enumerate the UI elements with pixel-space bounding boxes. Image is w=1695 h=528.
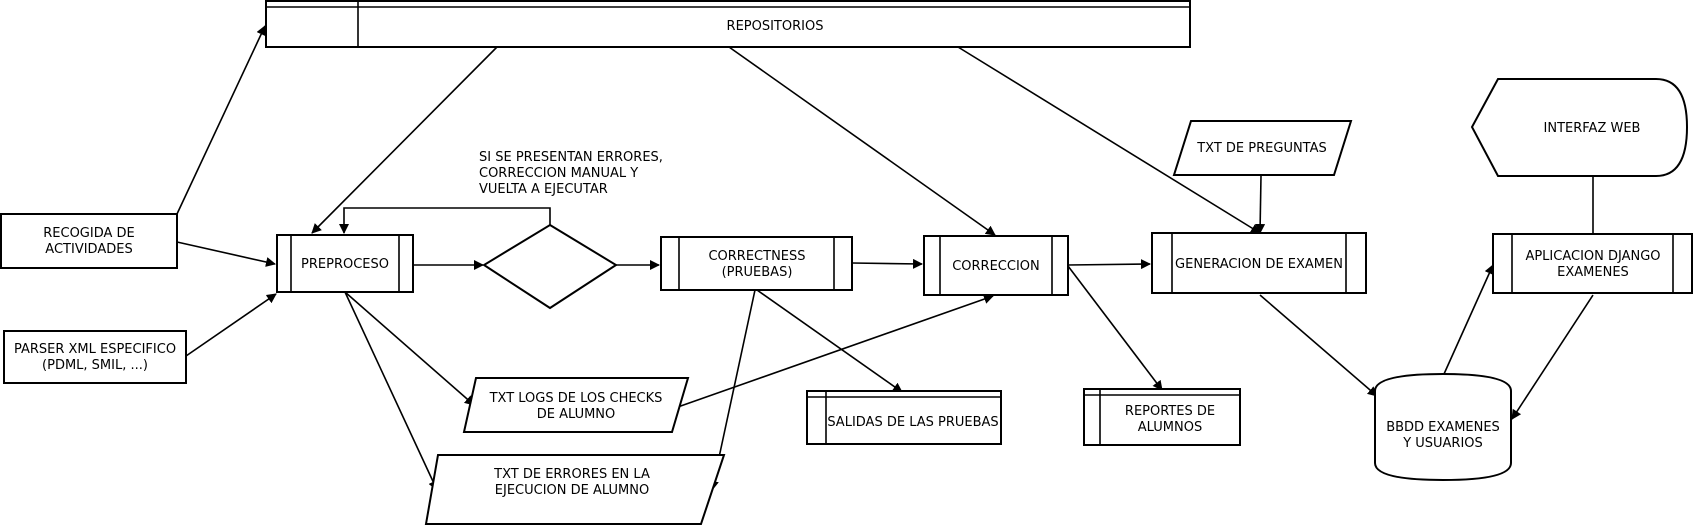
- recogida-label-line: ACTIVIDADES: [45, 242, 132, 257]
- generacion-node: GENERACION DE EXAMEN: [1151, 232, 1367, 294]
- parser-node: PARSER XML ESPECIFICO(PDML, SMIL, ...): [3, 330, 187, 384]
- bbdd-label-line: BBDD EXAMENES: [1386, 420, 1500, 435]
- aplicacion_django-label-line: EXAMENES: [1557, 265, 1629, 280]
- txt_logs-label-line: DE ALUMNO: [537, 407, 616, 422]
- error-note-text: SI SE PRESENTAN ERRORES,CORRECCION MANUA…: [479, 150, 663, 197]
- txt_errores-label-line: EJECUCION DE ALUMNO: [495, 483, 649, 498]
- nota_errores-label-line: SI SE PRESENTAN ERRORES,: [479, 150, 663, 165]
- txt-preguntas-label: TXT DE PREGUNTAS: [1196, 141, 1327, 156]
- edge-preproceso-txt-logs: [344, 291, 475, 406]
- parser-label-line: PARSER XML ESPECIFICO: [14, 342, 176, 357]
- edge-txt-logs-correccion: [674, 294, 994, 409]
- repositorios-label: REPOSITORIOS: [727, 19, 824, 34]
- correccion-label-line: CORRECCION: [952, 259, 1040, 274]
- txt_errores-label-line: TXT DE ERRORES EN LA: [493, 467, 650, 482]
- correccion-label: CORRECCION: [952, 259, 1040, 274]
- edge-decision-preproceso-loop: [339, 207, 551, 234]
- correctness-label: CORRECTNESS(PRUEBAS): [708, 249, 805, 280]
- edge-correccion-generacion: [1067, 259, 1151, 270]
- salidas-label-line: SALIDAS DE LAS PRUEBAS: [827, 415, 998, 430]
- repositorios-label-line: REPOSITORIOS: [727, 19, 824, 34]
- edge-generacion-bbdd: [1259, 294, 1378, 397]
- generacion-label: GENERACION DE EXAMEN: [1175, 257, 1343, 272]
- txt-preguntas-node: TXT DE PREGUNTAS: [1172, 120, 1353, 176]
- parser-label: PARSER XML ESPECIFICO(PDML, SMIL, ...): [14, 342, 176, 373]
- preproceso-label: PREPROCESO: [301, 257, 389, 272]
- edge-correctness-salidas: [756, 289, 903, 393]
- salidas-node: SALIDAS DE LAS PRUEBAS: [806, 390, 1002, 445]
- correccion-node: CORRECCION: [923, 235, 1069, 296]
- nota_errores-label-line: VUELTA A EJECUTAR: [479, 182, 608, 197]
- edge-repositorios-generacion: [957, 46, 1261, 234]
- aplicacion_django-label-line: APLICACION DJANGO: [1525, 249, 1660, 264]
- edge-repositorios-correccion: [728, 46, 996, 236]
- correctness-label-line: (PRUEBAS): [722, 265, 793, 280]
- txt_logs-label-line: TXT LOGS DE LOS CHECKS: [489, 391, 663, 406]
- reportes-label-line: ALUMNOS: [1138, 420, 1202, 435]
- correctness-label-line: CORRECTNESS: [708, 249, 805, 264]
- edge-txt-preguntas-generacion: [1255, 175, 1266, 234]
- parser-label-line: (PDML, SMIL, ...): [42, 358, 148, 373]
- edge-aplicacion-bbdd: [1511, 294, 1594, 420]
- correctness-node: CORRECTNESS(PRUEBAS): [660, 236, 853, 291]
- salidas-label: SALIDAS DE LAS PRUEBAS: [827, 415, 998, 430]
- edge-recogida-preproceso: [176, 241, 276, 267]
- decision-node: [482, 223, 618, 310]
- preproceso-label-line: PREPROCESO: [301, 257, 389, 272]
- error-note: SI SE PRESENTAN ERRORES,CORRECCION MANUA…: [479, 150, 663, 197]
- interfaz-web-node: INTERFAZ WEB: [1470, 78, 1689, 177]
- edge-repositorios-preproceso: [311, 46, 498, 234]
- edge-bbdd-aplicacion: [1443, 264, 1494, 375]
- edge-correccion-reportes: [1067, 265, 1163, 391]
- edge-correctness-correccion: [851, 258, 923, 269]
- bbdd-label-line: Y USUARIOS: [1402, 436, 1483, 451]
- generacion-label-line: GENERACION DE EXAMEN: [1175, 257, 1343, 272]
- edge-parser-preproceso: [185, 293, 277, 357]
- edge-recogida-repositorios: [176, 25, 266, 215]
- recogida-label-line: RECOGIDA DE: [43, 226, 135, 241]
- interfaz-web-label: INTERFAZ WEB: [1544, 121, 1641, 136]
- interfaz_web-label-line: INTERFAZ WEB: [1544, 121, 1641, 136]
- txt_preguntas-label-line: TXT DE PREGUNTAS: [1196, 141, 1327, 156]
- edge-preproceso-txt-errores: [344, 291, 438, 491]
- repositorios-node: REPOSITORIOS: [265, 0, 1191, 48]
- preproceso-node: PREPROCESO: [276, 234, 414, 293]
- reportes-label-line: REPORTES DE: [1125, 404, 1215, 419]
- nota_errores-label-line: CORRECCION MANUAL Y: [479, 166, 638, 181]
